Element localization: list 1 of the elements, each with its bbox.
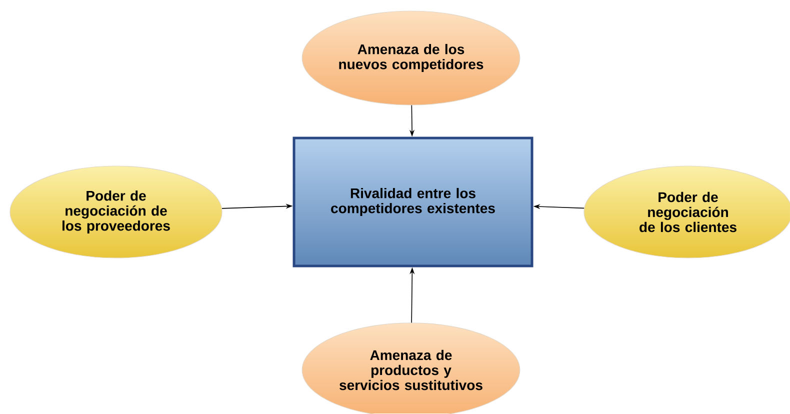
process-box: Rivalidad entre los competidores existentes [292,136,534,268]
